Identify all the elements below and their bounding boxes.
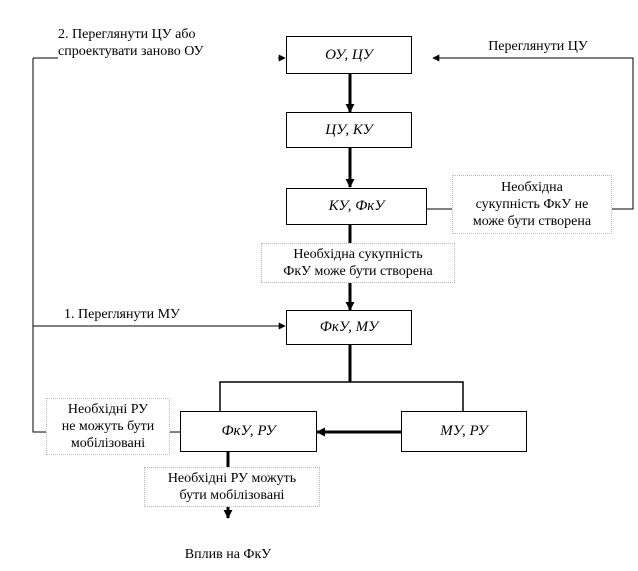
box-ou-cu: ОУ, ЦУ	[286, 36, 412, 74]
label-fku-can-be-created: Необхідна сукупність ФкУ може бути створ…	[261, 243, 455, 283]
label-output-effect: Вплив на ФкУ	[184, 547, 272, 562]
label-review-cu-or-redesign: 2. Переглянути ЦУ або спроектувати занов…	[58, 26, 278, 60]
label-fku-cannot-line3: може бути створена	[472, 214, 592, 229]
label-review-mu: 1. Переглянути МУ	[64, 307, 180, 322]
label-review-cu-or-redesign-line2: спроектувати заново ОУ	[58, 44, 204, 59]
label-review-cu: Переглянути ЦУ	[478, 38, 598, 55]
box-cu-ku: ЦУ, КУ	[286, 112, 412, 148]
split-bracket	[219, 381, 464, 411]
label-ru-can-be-mobilized: Необхідні РУ можуть бути мобілізовані	[144, 467, 320, 507]
label-fku-can-line1: Необхідна сукупність	[293, 247, 423, 262]
label-fku-can-line2: ФкУ може бути створена	[283, 264, 433, 279]
label-fku-cannot-line1: Необхідна	[501, 180, 563, 195]
label-ru-cannot-line2: не можуть бути	[61, 419, 155, 434]
box-fku-ru: ФкУ, РУ	[180, 411, 317, 452]
label-ru-cannot-line1: Необхідні РУ	[67, 402, 149, 417]
label-ru-can-line2: бути мобілізовані	[179, 488, 285, 503]
label-ru-can-line1: Необхідні РУ можуть	[167, 471, 297, 486]
label-ru-cannot-be-mobilized: Необхідні РУ не можуть бути мобілізовані	[46, 398, 170, 455]
loop-left-vertical	[32, 58, 180, 433]
box-ku-fku: КУ, ФкУ	[286, 188, 427, 225]
label-ru-cannot-line3: мобілізовані	[70, 436, 146, 451]
box-mu-ru: МУ, РУ	[401, 411, 527, 452]
label-fku-cannot-line2: сукупність ФкУ не	[475, 197, 589, 212]
label-fku-cannot-be-created: Необхідна сукупність ФкУ не може бути ст…	[452, 175, 612, 234]
box-fku-mu: ФкУ, МУ	[286, 310, 412, 345]
label-review-cu-or-redesign-line1: 2. Переглянути ЦУ або	[58, 27, 196, 42]
